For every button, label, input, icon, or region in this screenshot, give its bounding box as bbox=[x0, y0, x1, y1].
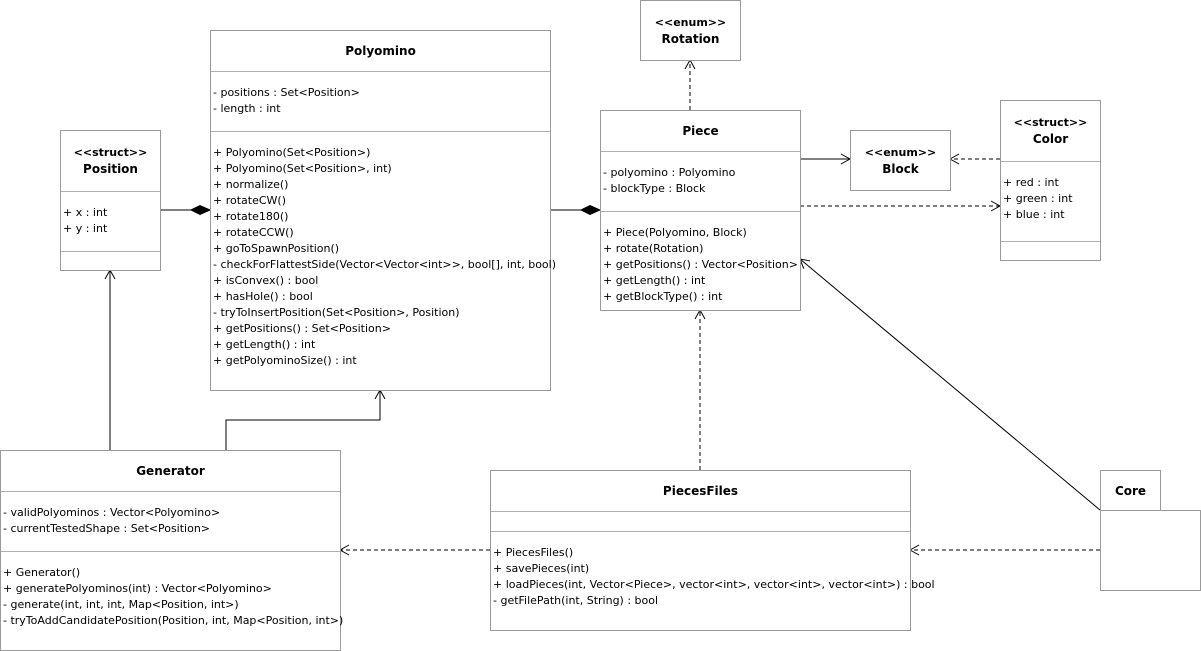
class-name: Rotation bbox=[661, 32, 720, 46]
class-name: Polyomino bbox=[345, 44, 416, 58]
class-method: + loadPieces(int, Vector<Piece>, vector<… bbox=[493, 578, 935, 591]
class-attribute: - currentTestedShape : Set<Position> bbox=[3, 522, 211, 535]
class-method: + isConvex() : bool bbox=[213, 274, 319, 287]
class-method: + rotate(Rotation) bbox=[603, 242, 704, 255]
class-stereotype: <<struct>> bbox=[73, 146, 148, 159]
class-block[interactable]: <<enum>> Block bbox=[850, 130, 951, 191]
class-position[interactable]: <<struct>> Position + x : int + y : int bbox=[60, 130, 161, 271]
class-attribute: - blockType : Block bbox=[603, 182, 706, 195]
edge-core-to-piece-association bbox=[799, 258, 1101, 511]
edge-generator-to-polyomino-association bbox=[225, 388, 386, 450]
compartment-divider bbox=[211, 131, 550, 132]
class-name: PiecesFiles bbox=[662, 484, 739, 498]
class-method: + Piece(Polyomino, Block) bbox=[603, 226, 747, 239]
class-attribute: + green : int bbox=[1003, 192, 1073, 205]
compartment-divider bbox=[1001, 241, 1100, 242]
class-method: - tryToAddCandidatePosition(Position, in… bbox=[3, 614, 344, 627]
class-method: + goToSpawnPosition() bbox=[213, 242, 340, 255]
class-name: Core bbox=[1114, 484, 1147, 498]
class-core[interactable]: Core bbox=[1100, 470, 1161, 511]
class-name: Position bbox=[83, 162, 138, 176]
class-method: + rotate180() bbox=[213, 210, 289, 223]
compartment-divider bbox=[1001, 161, 1100, 162]
class-method: + getLength() : int bbox=[603, 274, 706, 287]
class-name: Block bbox=[882, 162, 919, 176]
class-method: + Polyomino(Set<Position>, int) bbox=[213, 162, 392, 175]
compartment-divider bbox=[61, 251, 160, 252]
class-attribute: + y : int bbox=[63, 222, 108, 235]
class-attribute: - polyomino : Polyomino bbox=[603, 166, 736, 179]
class-method: - checkForFlattestSide(Vector<Vector<int… bbox=[213, 258, 557, 271]
compartment-divider bbox=[61, 191, 160, 192]
class-rotation[interactable]: <<enum>> Rotation bbox=[640, 0, 741, 61]
class-piece[interactable]: Piece - polyomino : Polyomino - blockType … bbox=[600, 110, 801, 311]
compartment-divider bbox=[1, 491, 340, 492]
class-name: Piece bbox=[682, 124, 719, 138]
class-method: + savePieces(int) bbox=[493, 562, 590, 575]
class-stereotype: <<struct>> bbox=[1013, 116, 1088, 129]
class-name: Generator bbox=[136, 464, 205, 478]
class-method: + getBlockType() : int bbox=[603, 290, 723, 303]
class-method: + rotateCW() bbox=[213, 194, 286, 207]
class-method: - getFilePath(int, String) : bool bbox=[493, 594, 659, 607]
class-method: - tryToInsertPosition(Set<Position>, Pos… bbox=[213, 306, 460, 319]
compartment-divider bbox=[491, 531, 910, 532]
class-method: + hasHole() : bool bbox=[213, 290, 313, 303]
class-method: + generatePolyominos(int) : Vector<Polyo… bbox=[3, 582, 272, 595]
class-attribute: + red : int bbox=[1003, 176, 1059, 189]
class-method: + rotateCCW() bbox=[213, 226, 294, 239]
class-attribute: - positions : Set<Position> bbox=[213, 86, 360, 99]
class-method: - generate(int, int, int, Map<Position, … bbox=[3, 598, 239, 611]
class-method: + Generator() bbox=[3, 566, 81, 579]
class-attribute: - length : int bbox=[213, 102, 281, 115]
class-generator[interactable]: Generator - validPolyominos : Vector<Poly… bbox=[0, 450, 344, 651]
class-stereotype: <<enum>> bbox=[864, 146, 937, 159]
class-attribute: + x : int bbox=[63, 206, 108, 219]
class-method: + getPositions() : Vector<Position> bbox=[603, 258, 798, 271]
class-method: + normalize() bbox=[213, 178, 289, 191]
class-color[interactable]: <<struct>> Color + red : int + green : int +… bbox=[1000, 100, 1101, 261]
compartment-divider bbox=[601, 151, 800, 152]
class-method: + PiecesFiles() bbox=[493, 546, 574, 559]
class-method: + getLength() : int bbox=[213, 338, 316, 351]
compartment-divider bbox=[1, 551, 340, 552]
compartment-divider bbox=[211, 71, 550, 72]
class-name: Color bbox=[1032, 132, 1069, 146]
class-piecesfiles[interactable]: PiecesFiles + PiecesFiles() + savePieces(i… bbox=[490, 470, 935, 631]
class-attribute: + blue : int bbox=[1003, 208, 1065, 221]
compartment-divider bbox=[601, 211, 800, 212]
class-method: + getPolyominoSize() : int bbox=[213, 354, 357, 367]
class-core-body[interactable] bbox=[1100, 510, 1201, 591]
class-method: + getPositions() : Set<Position> bbox=[213, 322, 391, 335]
class-method: + Polyomino(Set<Position>) bbox=[213, 146, 371, 159]
class-attribute: - validPolyominos : Vector<Polyomino> bbox=[3, 506, 221, 519]
class-stereotype: <<enum>> bbox=[654, 16, 727, 29]
compartment-divider bbox=[491, 511, 910, 512]
class-polyomino[interactable]: Polyomino - positions : Set<Position> - le… bbox=[210, 30, 556, 391]
